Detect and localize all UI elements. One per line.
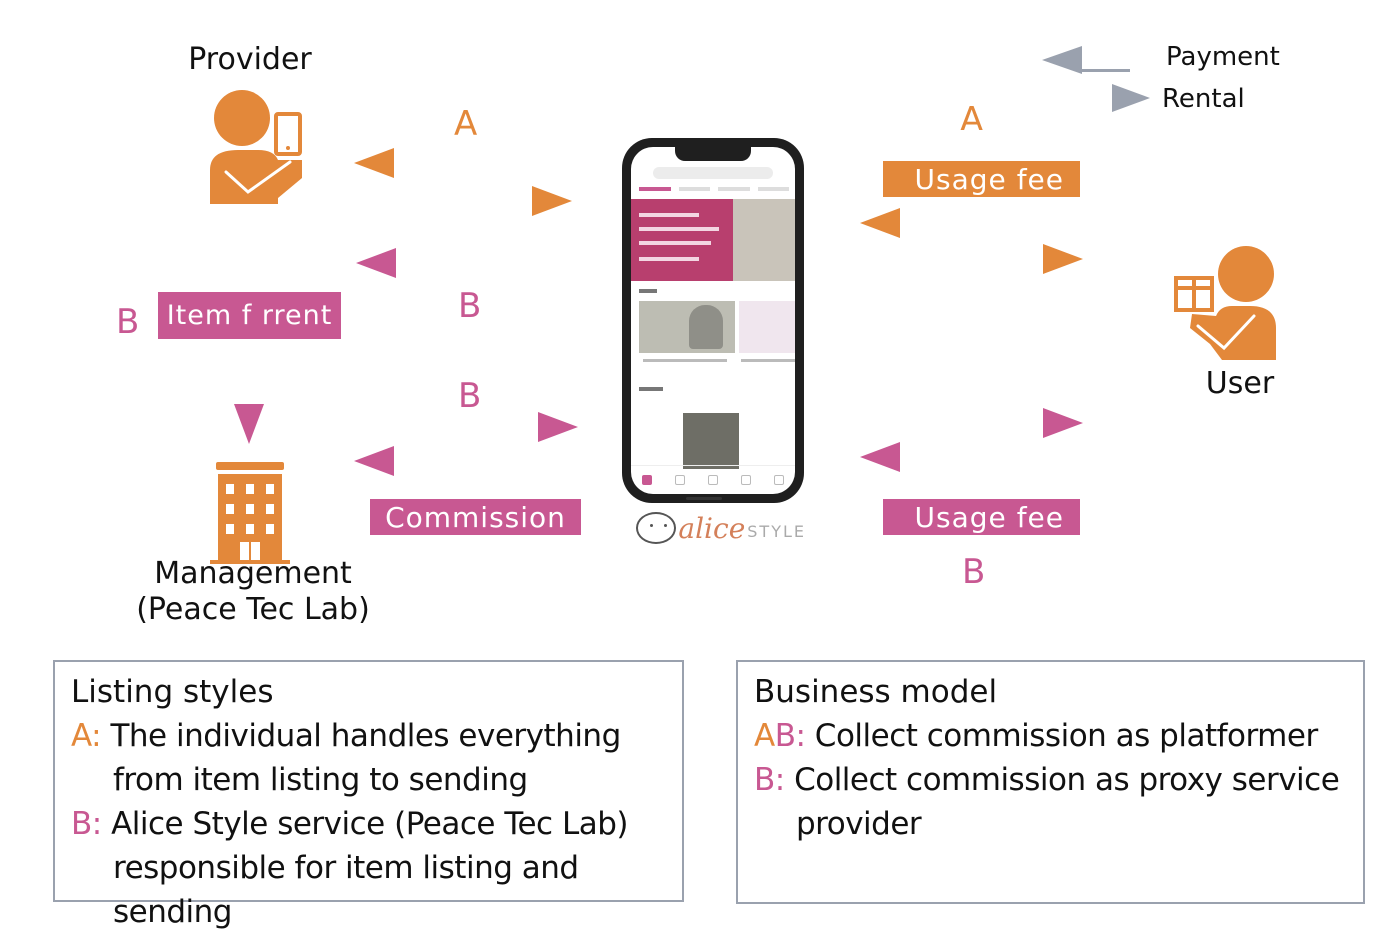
building-icon bbox=[210, 462, 290, 564]
alice-style-logo: alice STYLE bbox=[636, 508, 806, 548]
style-a-line1: The individual handles everything bbox=[110, 718, 621, 754]
logo-face-icon bbox=[636, 512, 677, 544]
app-section-label bbox=[639, 387, 663, 391]
logo-suffix: STYLE bbox=[747, 521, 806, 541]
management-label-line1: Management bbox=[154, 556, 352, 591]
management-label: Management (Peace Tec Lab) bbox=[100, 556, 406, 628]
app-section-label bbox=[639, 289, 657, 293]
item-for-rent-letter: B bbox=[116, 302, 140, 342]
payment-arrow-icon bbox=[1042, 46, 1082, 74]
person-with-gift-icon bbox=[1174, 246, 1276, 360]
style-a-prefix: A: bbox=[71, 718, 102, 754]
arrow-right-icon bbox=[1043, 244, 1083, 274]
listing-styles-title: Listing styles bbox=[71, 674, 274, 710]
business-model-box: Business model AB: Collect commission as… bbox=[736, 660, 1365, 904]
listing-style-b: B: Alice Style service (Peace Tec Lab) bbox=[71, 802, 666, 846]
arrow-right-icon bbox=[538, 412, 578, 442]
app-article-card bbox=[739, 301, 795, 353]
flow-letter-b: B bbox=[962, 552, 986, 592]
business-model-title: Business model bbox=[754, 674, 998, 710]
arrow-right-icon bbox=[532, 186, 572, 216]
arrow-left-icon bbox=[860, 208, 900, 238]
business-model-ab: AB: Collect commission as platformer bbox=[754, 714, 1347, 758]
arrow-left-icon bbox=[356, 248, 396, 278]
style-a-line2: from item listing to sending bbox=[113, 762, 528, 798]
app-product-image bbox=[683, 413, 739, 469]
listing-style-a: A: The individual handles everything bbox=[71, 714, 666, 758]
app-screen bbox=[631, 147, 795, 494]
style-b-prefix: B: bbox=[71, 806, 102, 842]
item-for-rent-tag: Item f rrent bbox=[158, 292, 341, 339]
b-line2: provider bbox=[796, 806, 922, 842]
usage-fee-b-tag: Usage fee bbox=[883, 499, 1080, 535]
management-label-line2: (Peace Tec Lab) bbox=[136, 592, 370, 627]
payment-arrow-shaft bbox=[1080, 69, 1130, 72]
b-line1: Collect commission as proxy service bbox=[794, 762, 1340, 798]
flow-letter-a: A bbox=[454, 104, 478, 144]
app-search-bar bbox=[653, 167, 773, 179]
arrow-left-icon bbox=[354, 148, 394, 178]
rental-arrow-icon bbox=[1112, 84, 1150, 112]
arrow-right-icon bbox=[1043, 408, 1083, 438]
arrow-left-icon bbox=[860, 442, 900, 472]
phone-home-bar bbox=[686, 497, 722, 500]
listing-styles-box: Listing styles A: The individual handles… bbox=[53, 660, 684, 930]
legend-payment-label: Payment bbox=[1166, 42, 1280, 72]
ab-line: Collect commission as platformer bbox=[814, 718, 1318, 754]
b-prefix: B: bbox=[754, 762, 785, 798]
legend-rental-label: Rental bbox=[1162, 84, 1245, 114]
flow-letter-a: A bbox=[960, 100, 984, 130]
provider-label: Provider bbox=[188, 42, 312, 77]
commission-tag: Commission bbox=[370, 499, 581, 535]
app-bottom-nav bbox=[631, 465, 795, 494]
app-article-photo bbox=[689, 305, 723, 349]
arrow-left-icon bbox=[354, 446, 394, 476]
person-with-phone-icon bbox=[210, 90, 302, 204]
ab-prefix-a: A bbox=[754, 718, 775, 754]
usage-fee-a-tag: Usage fee bbox=[883, 161, 1080, 197]
style-b-line2: responsible for item listing and sending bbox=[113, 850, 579, 930]
flow-letter-b: B bbox=[458, 376, 482, 416]
arrow-down-icon bbox=[234, 404, 264, 444]
user-label: User bbox=[1205, 366, 1275, 401]
phone-notch bbox=[675, 147, 751, 161]
app-tabs bbox=[639, 185, 789, 193]
style-b-line1: Alice Style service (Peace Tec Lab) bbox=[111, 806, 628, 842]
app-banner bbox=[631, 199, 795, 281]
flow-letter-b: B bbox=[458, 286, 482, 326]
logo-script: alice bbox=[678, 511, 746, 545]
ab-prefix-b: B: bbox=[774, 718, 806, 754]
business-model-b: B: Collect commission as proxy service bbox=[754, 758, 1347, 802]
smartphone-app-icon bbox=[622, 138, 804, 503]
